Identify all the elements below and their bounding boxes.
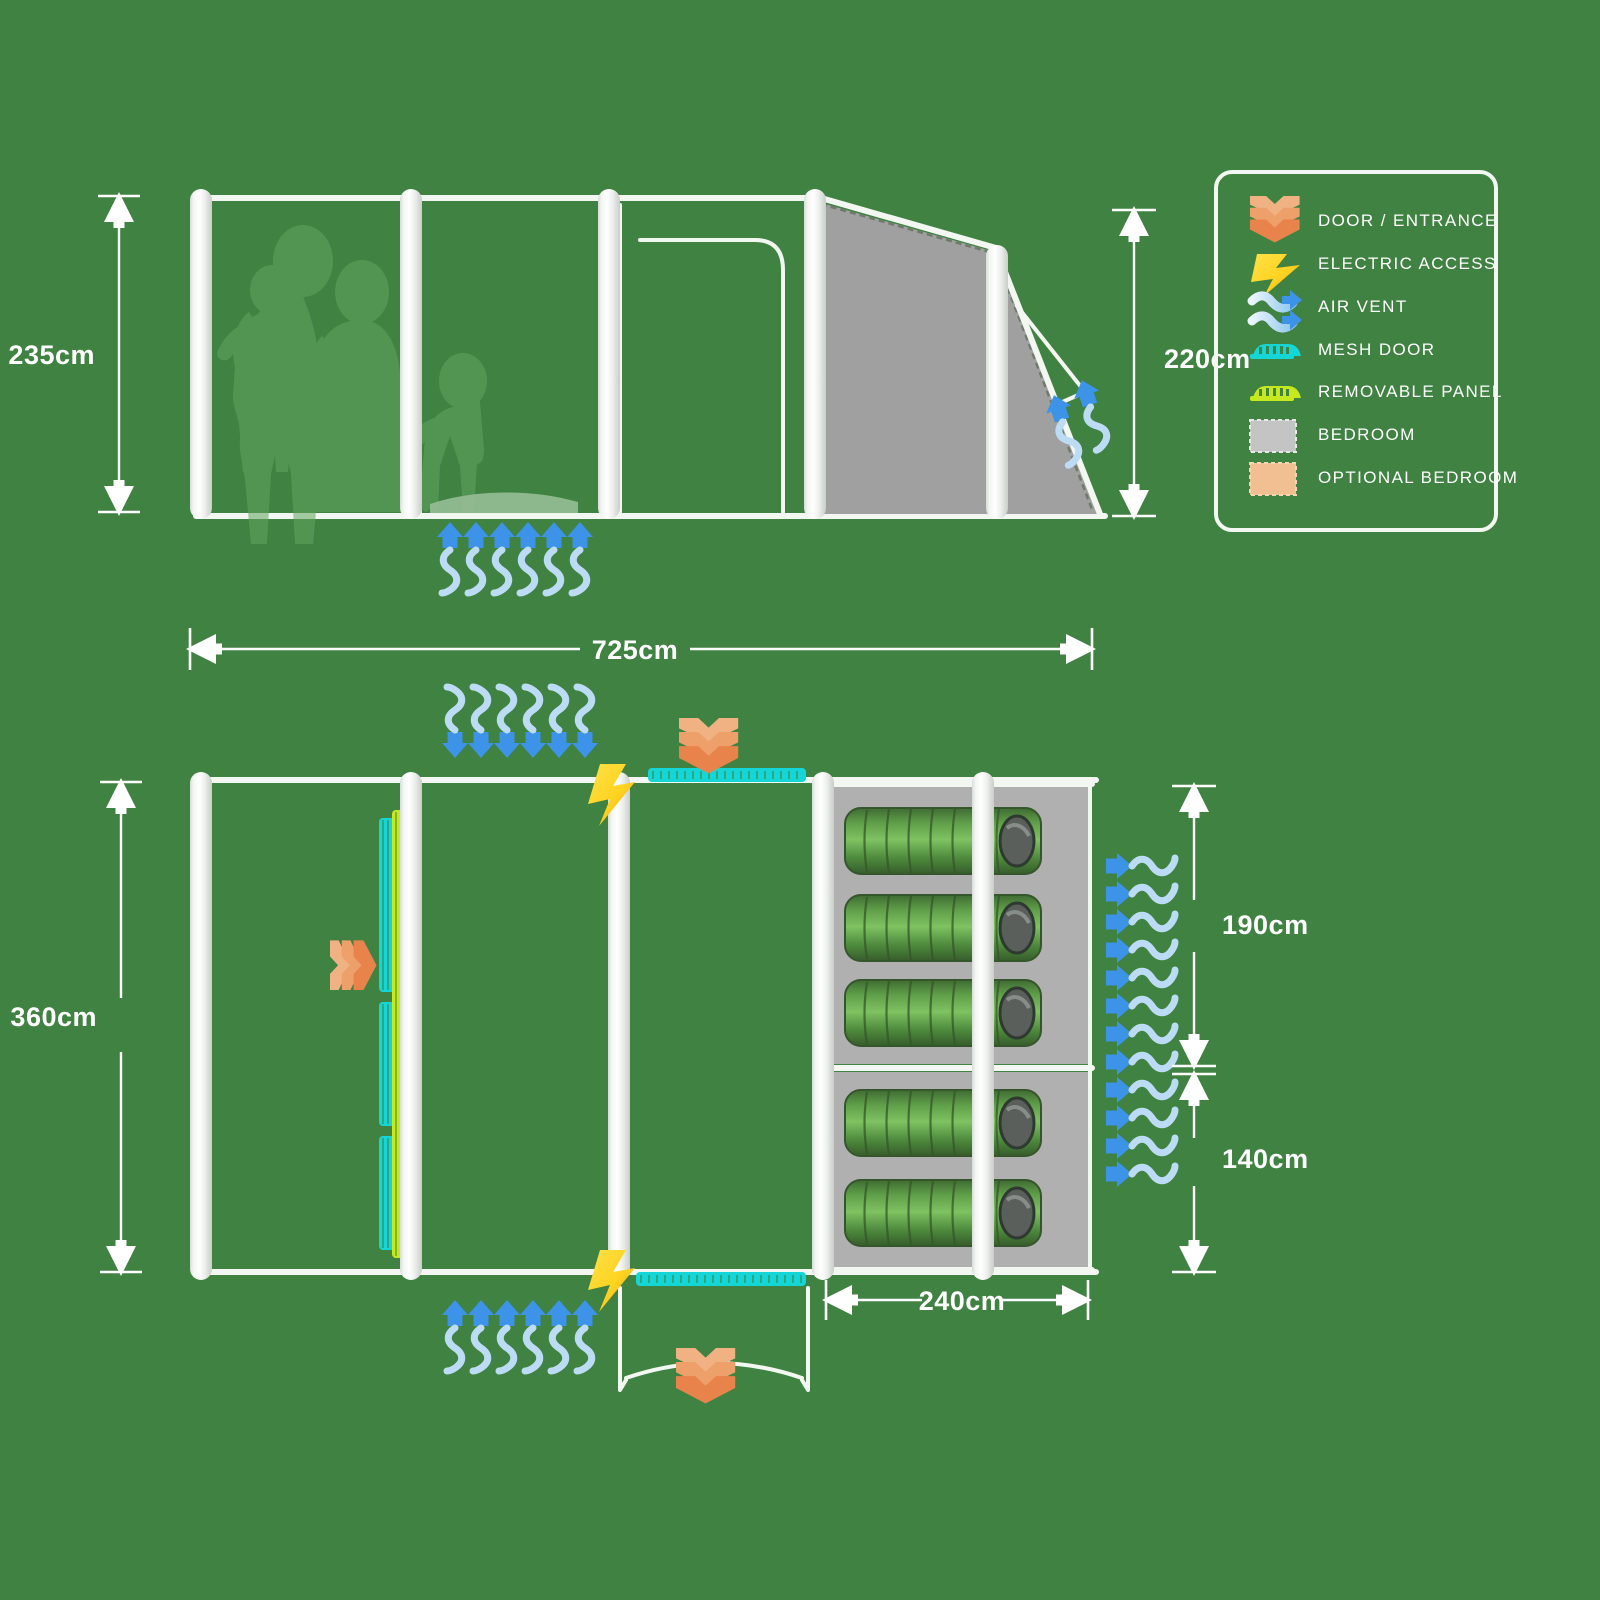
legend-row-mesh-door: MESH DOOR xyxy=(1250,340,1435,359)
legend-row-removable-panel: REMOVABLE PANEL xyxy=(1250,382,1503,401)
legend-label-4: REMOVABLE PANEL xyxy=(1318,382,1503,401)
plan-electric-points xyxy=(588,764,635,1312)
dimension-label-235cm: 235cm xyxy=(8,340,95,370)
elevation-poles xyxy=(190,189,1008,519)
optional-bedroom-swatch-icon xyxy=(1249,462,1297,496)
plan-poles xyxy=(190,772,994,1280)
sleeping-bag xyxy=(844,1089,1042,1157)
dimension-bedroom-width-240: 240cm xyxy=(822,1280,1092,1320)
legend-row-door-entrance: DOOR / ENTRANCE xyxy=(1250,196,1498,243)
sleeping-bag xyxy=(844,979,1042,1047)
dimension-label-140cm: 140cm xyxy=(1222,1144,1309,1174)
sleeping-bag xyxy=(844,894,1042,962)
legend-label-2: AIR VENT xyxy=(1318,297,1408,316)
door-entrance-chevron-icon xyxy=(676,1348,736,1404)
dimension-height-220: 220cm xyxy=(1112,206,1251,520)
dimension-label-190cm: 190cm xyxy=(1222,910,1309,940)
electric-bolt-icon xyxy=(1251,254,1300,296)
plan-vents-top xyxy=(442,687,598,758)
dimension-height-235: 235cm xyxy=(8,192,140,516)
silhouette-adult-female xyxy=(305,260,409,512)
silhouette-child-standing xyxy=(403,353,487,512)
family-silhouettes xyxy=(217,225,578,544)
plan-sleeping-bags-upper xyxy=(844,807,1042,1047)
dimension-width-725: 725cm xyxy=(186,628,1096,670)
electric-bolt-icon xyxy=(588,764,635,826)
plan-mesh-door-top xyxy=(648,768,806,782)
legend-label-3: MESH DOOR xyxy=(1318,340,1435,359)
elevation-view: 235cm xyxy=(8,189,1250,593)
plan-vents-bottom xyxy=(442,1300,598,1371)
sleeping-bag xyxy=(844,807,1042,875)
legend-label-5: BEDROOM xyxy=(1318,425,1416,444)
plan-pole-1 xyxy=(190,772,212,1280)
plan-pole-5 xyxy=(972,772,994,1280)
dimension-bedroom-lower-140: 140cm xyxy=(1172,1070,1309,1276)
elevation-bedroom-panel xyxy=(818,202,995,514)
door-entrance-chevron-icon xyxy=(1250,196,1300,243)
ground-mat xyxy=(430,492,578,514)
floor-plan-view: 360cm xyxy=(10,687,1308,1404)
plan-pole-3 xyxy=(608,772,630,1280)
plan-mesh-and-panel-strip xyxy=(330,810,404,1258)
removable-panel-icon xyxy=(1250,386,1301,401)
plan-pole-4 xyxy=(812,772,834,1280)
dimension-label-240cm: 240cm xyxy=(919,1286,1006,1316)
sleeping-bag xyxy=(844,1179,1042,1247)
dimension-label-360cm: 360cm xyxy=(10,1002,97,1032)
silhouette-child-carried xyxy=(217,265,298,472)
plan-mesh-door-bottom xyxy=(636,1272,806,1286)
dimension-label-220cm: 220cm xyxy=(1164,344,1251,374)
elevation-vents-bottom xyxy=(437,522,593,593)
legend-row-optional-bedroom: OPTIONAL BEDROOM xyxy=(1249,462,1518,496)
legend-label-0: DOOR / ENTRANCE xyxy=(1318,211,1498,230)
air-vent-wave-icon xyxy=(1247,290,1302,333)
dimension-depth-360: 360cm xyxy=(10,778,142,1276)
dimension-bedroom-upper-190: 190cm xyxy=(1172,782,1309,1070)
legend-row-air-vent: AIR VENT xyxy=(1247,290,1408,333)
legend-panel: DOOR / ENTRANCE ELECTRIC ACCESS AIR VENT xyxy=(1214,170,1518,532)
dimension-label-725cm: 725cm xyxy=(592,635,679,665)
legend-row-electric-access: ELECTRIC ACCESS xyxy=(1251,254,1497,296)
bedroom-swatch-icon xyxy=(1249,419,1297,453)
door-entrance-chevron-icon xyxy=(679,718,739,774)
legend-label-6: OPTIONAL BEDROOM xyxy=(1318,468,1518,487)
plan-vents-right xyxy=(1106,853,1175,1187)
door-entrance-chevron-icon xyxy=(330,940,377,990)
mesh-door-icon xyxy=(1250,344,1301,359)
plan-pole-2 xyxy=(400,772,422,1280)
electric-bolt-icon xyxy=(588,1250,635,1312)
legend-border xyxy=(1214,170,1498,532)
legend-row-bedroom: BEDROOM xyxy=(1249,419,1416,453)
legend-label-1: ELECTRIC ACCESS xyxy=(1318,254,1497,273)
